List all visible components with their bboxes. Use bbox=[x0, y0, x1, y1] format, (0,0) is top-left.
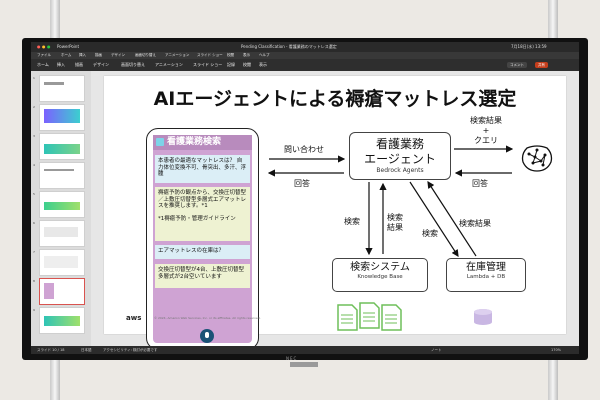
notes-button[interactable]: ノート bbox=[431, 348, 442, 352]
aws-logo: aws bbox=[126, 314, 142, 322]
user-question-2: エアマットレスの在庫は？ bbox=[155, 245, 250, 259]
slide-thumbnail[interactable]: 9 bbox=[33, 307, 85, 334]
agent-title-2: エージェント bbox=[364, 152, 436, 166]
document-icon bbox=[337, 304, 358, 331]
powerpoint-window: ● ● ● PowerPoint Pending Classification … bbox=[31, 42, 579, 354]
menu-view[interactable]: 表示 bbox=[243, 53, 250, 57]
slide-thumbnail[interactable]: 1 bbox=[33, 75, 85, 102]
slide-editor[interactable]: AIエージェントによる褥瘡マットレス選定 看護業務検索 本患者の最適なマットレス… bbox=[91, 71, 579, 350]
menu-slideshow[interactable]: スライド ショー bbox=[197, 53, 223, 57]
slide-title: AIエージェントによる褥瘡マットレス選定 bbox=[153, 88, 517, 110]
menu-transitions[interactable]: 画面切り替え bbox=[135, 53, 156, 57]
database-icon bbox=[472, 308, 494, 326]
language-indicator[interactable]: 日本語 bbox=[81, 348, 92, 352]
bot-answer-2: 交換圧切替型が4台、上敷圧切替型多層式が2台空いています bbox=[155, 264, 250, 288]
slide-thumbnail[interactable]: 2 bbox=[33, 104, 85, 131]
tab-record[interactable]: 記録 bbox=[227, 62, 235, 67]
label-search-result-up: 検索 結果 bbox=[387, 213, 403, 232]
app-name: PowerPoint bbox=[57, 44, 80, 49]
menu-animations[interactable]: アニメーション bbox=[165, 53, 190, 57]
copyright-text: © 2024, Amazon Web Services, Inc. or its… bbox=[154, 316, 261, 320]
slide-thumbnail[interactable]: 7 bbox=[33, 249, 85, 276]
microphone-icon[interactable] bbox=[200, 329, 214, 343]
inventory-box: 在庫管理 Lambda + DB bbox=[446, 258, 526, 292]
menu-bar: ファイル ホーム 挿入 描画 デザイン 画面切り替え アニメーション スライド … bbox=[31, 52, 579, 59]
user-question-1: 本患者の最適なマットレスは？ 自力体位変換不可、骨突出、多汗、浮腫 bbox=[155, 155, 250, 183]
tab-slideshow[interactable]: スライド ショー bbox=[193, 62, 223, 67]
document-icons bbox=[336, 301, 406, 337]
label-search-result-query: 検索結果 + クエリ bbox=[470, 116, 502, 145]
slide-thumbnail[interactable]: 5 bbox=[33, 191, 85, 218]
tab-view[interactable]: 表示 bbox=[259, 62, 267, 67]
menu-file[interactable]: ファイル bbox=[37, 53, 51, 57]
share-button[interactable]: 共有 bbox=[535, 62, 548, 68]
search-system-box: 検索システム Knowledge Base bbox=[332, 258, 428, 292]
search-system-title: 検索システム bbox=[350, 262, 410, 273]
menu-review[interactable]: 校閲 bbox=[227, 53, 234, 57]
bot-answer-1: 褥瘡予防の観点から、交換圧切替型／上敷圧切替型多層式エアマットレスを推奨します。… bbox=[155, 187, 250, 241]
tab-home[interactable]: ホーム bbox=[37, 62, 49, 67]
slide-thumbnail-selected[interactable]: 8 bbox=[33, 278, 85, 305]
nursing-agent-box: 看護業務 エージェント Bedrock Agents bbox=[349, 132, 451, 180]
menu-home[interactable]: ホーム bbox=[61, 53, 72, 57]
agent-title-1: 看護業務 bbox=[375, 137, 424, 151]
tab-transitions[interactable]: 画面切り替え bbox=[121, 62, 145, 67]
status-bar: スライド 10 / 18 日本語 アクセシビリティ: 検討が必要です ノート 1… bbox=[31, 346, 579, 354]
clock: 7月18日(水) 13:59 bbox=[511, 44, 547, 49]
current-slide[interactable]: AIエージェントによる褥瘡マットレス選定 看護業務検索 本患者の最適なマットレス… bbox=[104, 76, 566, 350]
document-icon bbox=[381, 304, 402, 331]
ai-brain-icon bbox=[519, 144, 555, 174]
inventory-subtitle: Lambda + DB bbox=[466, 274, 506, 280]
slide-thumbnail[interactable]: 4 bbox=[33, 162, 85, 189]
label-answer-left: 回答 bbox=[294, 179, 310, 188]
label-answer-right: 回答 bbox=[472, 179, 488, 188]
tab-insert[interactable]: 挿入 bbox=[57, 62, 65, 67]
title-bar: ● ● ● PowerPoint Pending Classification … bbox=[31, 42, 579, 52]
slide-counter: スライド 10 / 18 bbox=[37, 348, 65, 352]
label-search-inventory: 検索 bbox=[422, 229, 438, 238]
label-search-down: 検索 bbox=[344, 217, 360, 226]
menu-help[interactable]: ヘルプ bbox=[259, 53, 270, 57]
tab-design[interactable]: デザイン bbox=[93, 62, 109, 67]
chat-header-label: 看護業務検索 bbox=[167, 137, 222, 147]
phone-mockup: 看護業務検索 本患者の最適なマットレスは？ 自力体位変換不可、骨突出、多汗、浮腫… bbox=[146, 128, 259, 350]
zoom-icon[interactable]: ● bbox=[47, 44, 51, 49]
document-title: Pending Classification - 看護業務のマットレス選定 bbox=[241, 44, 337, 49]
flow-arrows bbox=[267, 145, 514, 258]
accessibility-status[interactable]: アクセシビリティ: 検討が必要です bbox=[103, 348, 158, 352]
inventory-title: 在庫管理 bbox=[466, 262, 506, 273]
monitor-brand: NEC bbox=[286, 356, 298, 361]
app-icon bbox=[156, 138, 164, 146]
close-icon[interactable]: ● bbox=[37, 44, 41, 49]
minimize-icon[interactable]: ● bbox=[42, 44, 46, 49]
agent-subtitle: Bedrock Agents bbox=[376, 167, 424, 174]
menu-design[interactable]: デザイン bbox=[111, 53, 125, 57]
tab-draw[interactable]: 描画 bbox=[75, 62, 83, 67]
slide-thumbnail-pane[interactable]: 1 2 3 4 5 6 7 8 9 bbox=[31, 71, 92, 346]
monitor-stand bbox=[290, 362, 318, 367]
arrow-result-inventory bbox=[427, 180, 477, 257]
chat-header: 看護業務検索 bbox=[153, 135, 252, 150]
comment-button[interactable]: コメント bbox=[507, 62, 527, 68]
ribbon-tabs: ホーム 挿入 描画 デザイン 画面切り替え アニメーション スライド ショー 記… bbox=[31, 59, 579, 71]
search-system-subtitle: Knowledge Base bbox=[357, 274, 403, 280]
label-search-result-inventory: 検索結果 bbox=[459, 219, 491, 228]
menu-draw[interactable]: 描画 bbox=[95, 53, 102, 57]
label-inquiry: 問い合わせ bbox=[284, 145, 324, 154]
arrow-search-inventory bbox=[409, 181, 459, 258]
tab-animations[interactable]: アニメーション bbox=[155, 62, 183, 67]
tab-review[interactable]: 校閲 bbox=[243, 62, 251, 67]
slide-thumbnail[interactable]: 3 bbox=[33, 133, 85, 160]
document-icon bbox=[359, 302, 380, 329]
menu-insert[interactable]: 挿入 bbox=[79, 53, 86, 57]
zoom-level[interactable]: 170% bbox=[551, 348, 562, 352]
slide-thumbnail[interactable]: 6 bbox=[33, 220, 85, 247]
